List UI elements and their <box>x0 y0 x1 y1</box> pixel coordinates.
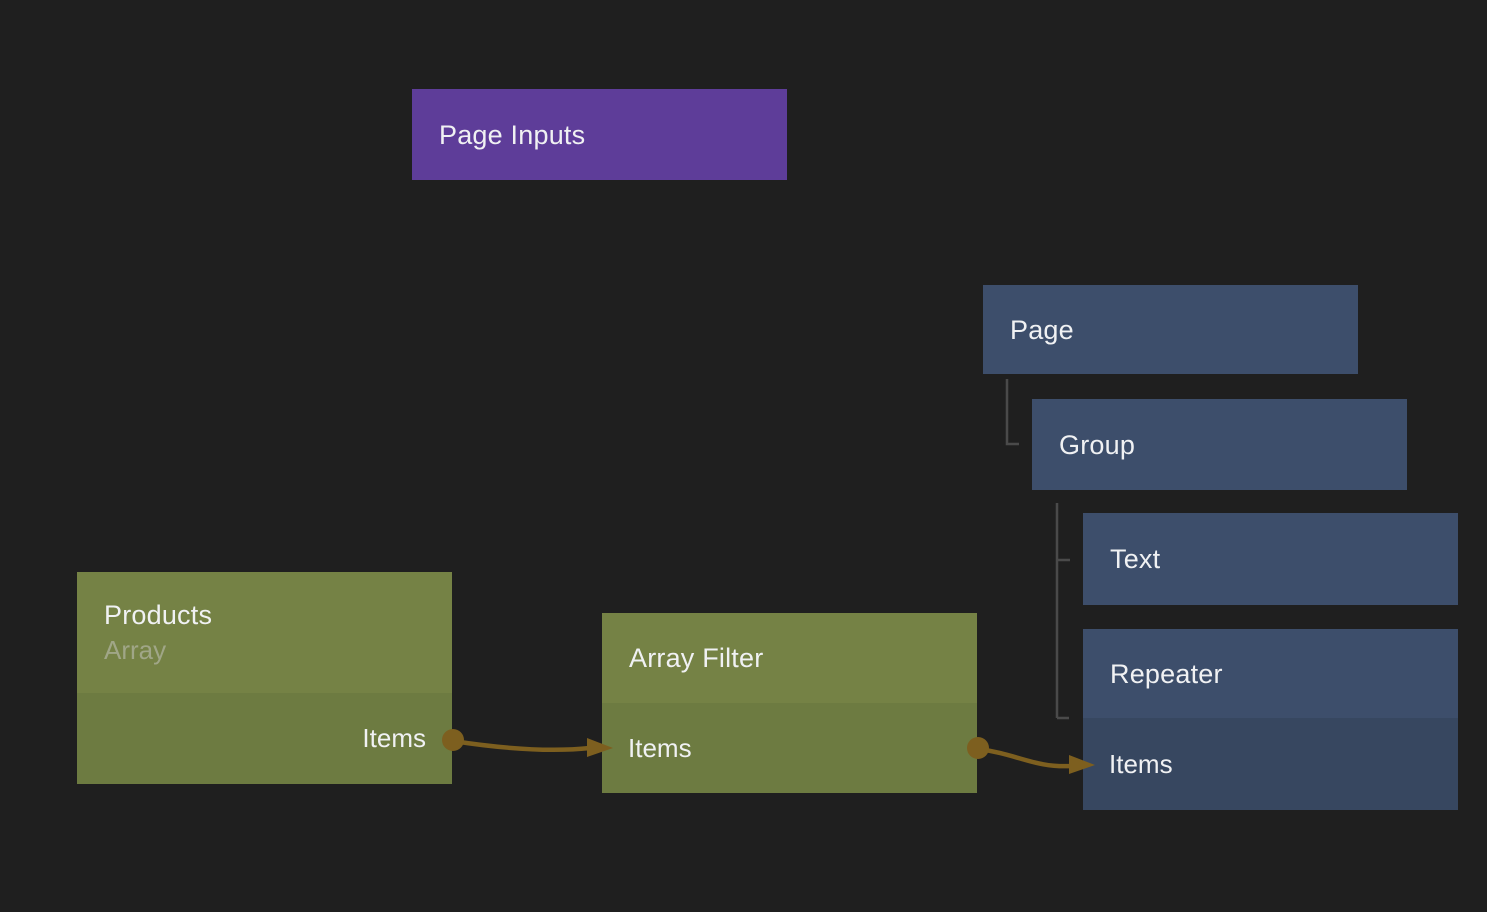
edge-array-filter-to-repeater[interactable] <box>975 746 1075 769</box>
products-items-port-row[interactable]: Items <box>77 693 452 784</box>
port-label: Items <box>362 723 426 753</box>
node-products-header: Products Array <box>77 572 452 693</box>
node-title: Products <box>104 599 213 630</box>
node-array-filter-header: Array Filter <box>602 613 977 703</box>
node-page[interactable]: Page <box>983 285 1358 374</box>
port-label: Items <box>1109 748 1173 779</box>
node-page-inputs-header: Page Inputs <box>412 89 787 180</box>
node-products[interactable]: Products Array Items <box>77 572 452 784</box>
tree-connector-page-group <box>1005 379 1019 446</box>
node-title: Page <box>1010 314 1074 345</box>
node-title: Group <box>1059 429 1136 460</box>
node-repeater-header: Repeater <box>1083 629 1458 718</box>
node-repeater[interactable]: Repeater Items <box>1083 629 1458 810</box>
node-array-filter[interactable]: Array Filter Items <box>602 613 977 793</box>
node-title: Page Inputs <box>439 119 586 150</box>
node-page-header: Page <box>983 285 1358 374</box>
node-title: Repeater <box>1110 658 1223 689</box>
node-text-header: Text <box>1083 513 1458 605</box>
node-group[interactable]: Group <box>1032 399 1407 490</box>
node-subtitle: Array <box>104 634 167 665</box>
node-group-header: Group <box>1032 399 1407 490</box>
node-text[interactable]: Text <box>1083 513 1458 605</box>
node-page-inputs[interactable]: Page Inputs <box>412 89 787 180</box>
node-title: Text <box>1110 544 1161 574</box>
port-label: Items <box>628 732 692 763</box>
node-title: Array Filter <box>629 643 764 673</box>
repeater-items-port-row[interactable]: Items <box>1083 718 1458 810</box>
edge-products-to-array-filter[interactable] <box>450 738 593 752</box>
array-filter-items-port-row[interactable]: Items <box>602 703 977 793</box>
